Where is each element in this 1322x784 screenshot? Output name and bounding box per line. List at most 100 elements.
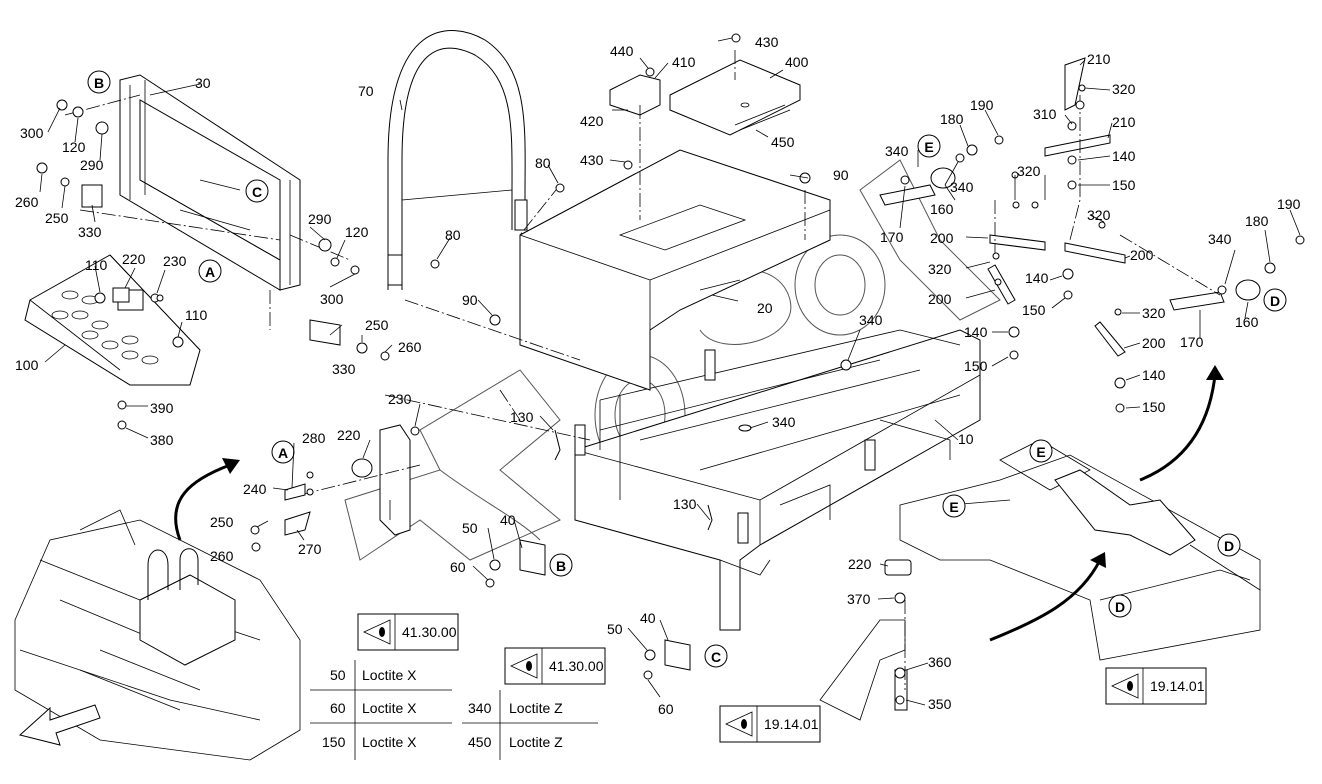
callout-250: 250 bbox=[210, 514, 234, 530]
callout-250: 250 bbox=[45, 210, 69, 226]
bracket-410 bbox=[609, 74, 661, 116]
reference-box-4[interactable]: 19.14.01 bbox=[1105, 667, 1207, 705]
eye-view-icon bbox=[363, 619, 391, 645]
leader-lines bbox=[39, 37, 1301, 706]
reference-box-2[interactable]: 41.30.00 bbox=[504, 647, 606, 685]
callout-50: 50 bbox=[607, 621, 623, 637]
marker-label: E bbox=[1036, 444, 1045, 460]
callout-130: 130 bbox=[510, 409, 534, 425]
loctite-table: 50 Loctite X 60 Loctite X 150 Loctite X … bbox=[310, 660, 598, 760]
callout-330: 330 bbox=[78, 224, 102, 240]
callout-150: 150 bbox=[964, 358, 988, 374]
table-cell-part: 340 bbox=[468, 700, 492, 716]
callout-210: 210 bbox=[1087, 51, 1111, 67]
table-cell-compound: Loctite Z bbox=[509, 700, 563, 716]
marker-label: A bbox=[205, 264, 215, 280]
callout-170: 170 bbox=[1180, 334, 1204, 350]
eye-view-icon bbox=[725, 711, 753, 737]
marker-d-chassis-2: D bbox=[1108, 594, 1132, 618]
marker-d-top: D bbox=[1263, 288, 1287, 312]
callout-40: 40 bbox=[640, 610, 656, 626]
callout-290: 290 bbox=[308, 211, 332, 227]
callout-70: 70 bbox=[358, 83, 374, 99]
marker-a-mid: A bbox=[271, 440, 295, 464]
callout-270: 270 bbox=[298, 541, 322, 557]
callout-150: 150 bbox=[1022, 302, 1046, 318]
eye-view-icon bbox=[526, 661, 532, 671]
callout-220: 220 bbox=[337, 427, 361, 443]
marker-b-top: B bbox=[87, 70, 111, 94]
table-cell-compound: Loctite X bbox=[362, 734, 417, 750]
callout-60: 60 bbox=[450, 559, 466, 575]
callout-280: 280 bbox=[302, 430, 326, 446]
callout-380: 380 bbox=[150, 432, 174, 448]
callout-40: 40 bbox=[500, 512, 516, 528]
eye-view-icon bbox=[741, 719, 747, 729]
callout-260: 260 bbox=[15, 194, 39, 210]
callout-190: 190 bbox=[970, 97, 994, 113]
callout-340: 340 bbox=[885, 143, 909, 159]
callout-340: 340 bbox=[859, 312, 883, 328]
reference-box-3[interactable]: 19.14.01 bbox=[719, 705, 821, 743]
detail-markers: B C A A B C E D E E D D bbox=[87, 70, 1287, 668]
arrowhead-icon bbox=[1090, 552, 1106, 568]
callout-130: 130 bbox=[673, 496, 697, 512]
marker-e-chassis-1: E bbox=[1029, 439, 1053, 463]
table-cell-part: 450 bbox=[468, 734, 492, 750]
marker-label: D bbox=[1270, 293, 1280, 309]
marker-label: B bbox=[556, 558, 566, 574]
callout-200: 200 bbox=[930, 230, 954, 246]
callout-180: 180 bbox=[940, 111, 964, 127]
callout-440: 440 bbox=[610, 43, 634, 59]
ref-code: 19.14.01 bbox=[1150, 678, 1205, 694]
marker-label: E bbox=[949, 499, 958, 515]
ref-code: 41.30.00 bbox=[549, 658, 604, 674]
ref-code: 41.30.00 bbox=[402, 624, 457, 640]
callout-300: 300 bbox=[320, 291, 344, 307]
callout-90: 90 bbox=[833, 167, 849, 183]
arrowhead-icon bbox=[1206, 365, 1224, 380]
marker-c-mid: C bbox=[704, 644, 728, 668]
table-cell-part: 150 bbox=[322, 734, 346, 750]
callout-10: 10 bbox=[958, 431, 974, 447]
marker-a-top: A bbox=[198, 259, 222, 283]
eye-view-icon bbox=[379, 627, 385, 637]
machine-overview bbox=[14, 509, 301, 761]
callout-360: 360 bbox=[928, 654, 952, 670]
marker-label: E bbox=[924, 139, 933, 155]
callout-390: 390 bbox=[150, 400, 174, 416]
callout-110: 110 bbox=[85, 257, 108, 273]
marker-d-chassis-1: D bbox=[1217, 533, 1241, 557]
callout-80: 80 bbox=[535, 155, 551, 171]
center-bracket bbox=[379, 424, 691, 671]
callout-80: 80 bbox=[445, 227, 461, 243]
callout-240: 240 bbox=[243, 481, 267, 497]
callout-250: 250 bbox=[365, 317, 389, 333]
direction-arrow-icon bbox=[18, 704, 101, 746]
callout-200: 200 bbox=[1142, 335, 1166, 351]
callout-340: 340 bbox=[950, 179, 974, 195]
curved-arrows bbox=[174, 365, 1224, 642]
callout-220: 220 bbox=[122, 251, 146, 267]
callout-320: 320 bbox=[1112, 81, 1136, 97]
callout-370: 370 bbox=[847, 591, 871, 607]
callout-340: 340 bbox=[772, 414, 796, 430]
callout-410: 410 bbox=[672, 54, 696, 70]
part-callouts: 30 300 120 290 260 250 330 290 120 300 1… bbox=[15, 34, 1301, 717]
callout-400: 400 bbox=[785, 54, 809, 70]
eye-view-icon bbox=[510, 653, 538, 679]
mount-plate-detail bbox=[819, 559, 912, 721]
chassis-detail bbox=[899, 439, 1261, 661]
table-cell-compound: Loctite X bbox=[362, 700, 417, 716]
grab-handle bbox=[387, 30, 528, 290]
callout-340: 340 bbox=[1208, 231, 1232, 247]
main-frame bbox=[574, 329, 981, 631]
marker-label: D bbox=[1224, 538, 1234, 554]
reference-box-1[interactable]: 41.30.00 bbox=[357, 613, 459, 651]
callout-350: 350 bbox=[928, 696, 952, 712]
callout-320: 320 bbox=[1142, 305, 1166, 321]
callout-230: 230 bbox=[388, 391, 412, 407]
callout-430: 430 bbox=[755, 34, 779, 50]
callout-60: 60 bbox=[658, 701, 674, 717]
